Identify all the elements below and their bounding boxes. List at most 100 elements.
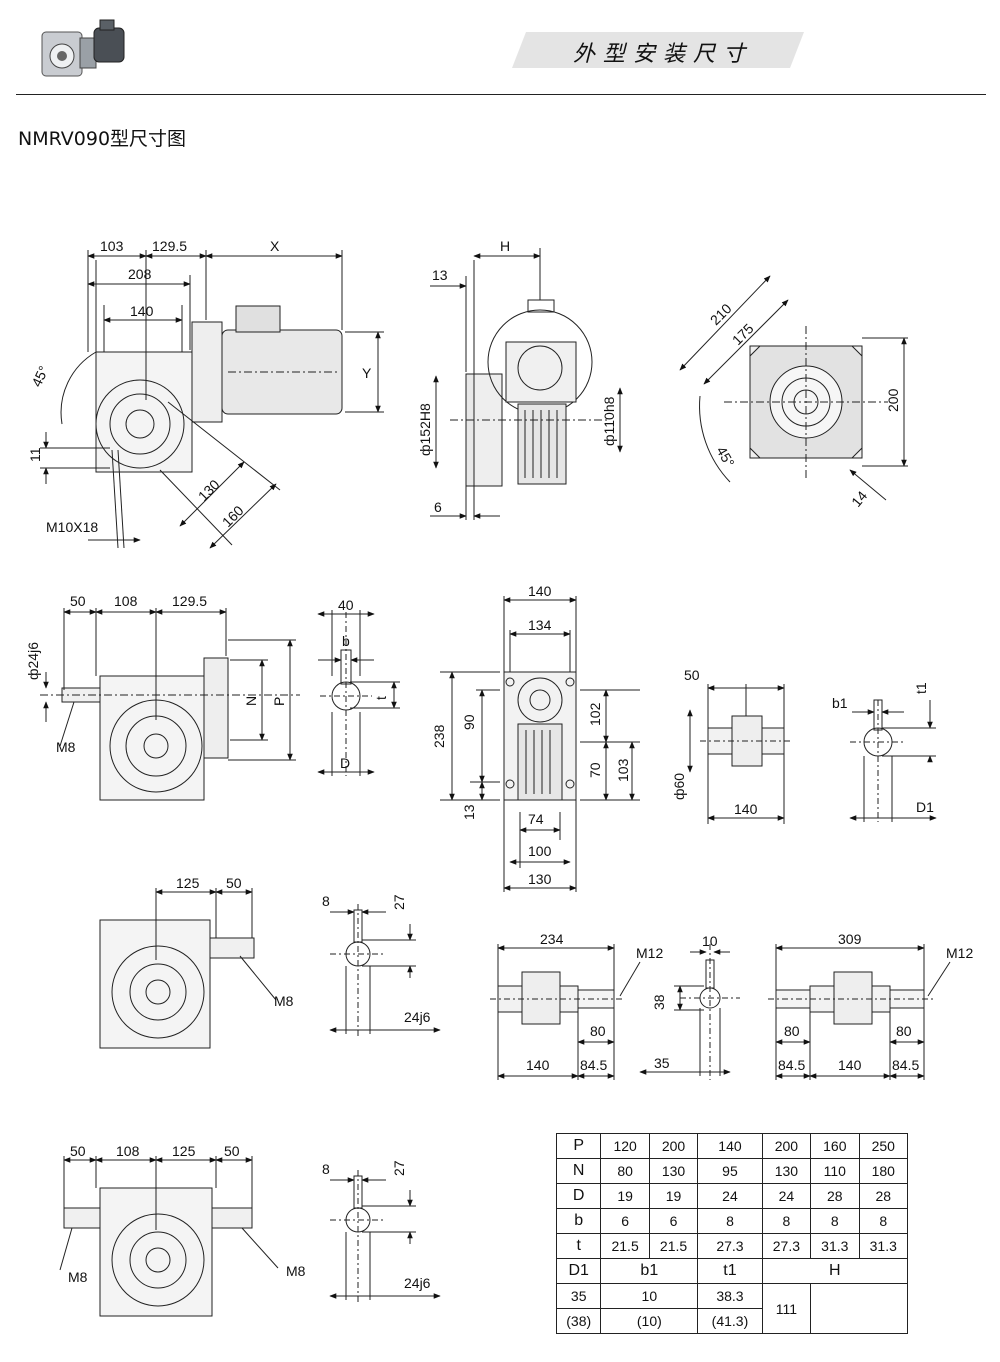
- view6-dimension-lines: [449, 597, 635, 891]
- view2-geometry: [450, 248, 610, 520]
- table-cell: 35: [555, 1283, 602, 1309]
- table-cell: 160: [810, 1133, 860, 1159]
- dim-label: 74: [528, 811, 544, 827]
- table-cell: 95: [697, 1158, 763, 1184]
- dim-label: 103: [100, 238, 124, 254]
- dim-label: 13: [461, 804, 477, 820]
- table-cell: 38.3: [697, 1283, 763, 1309]
- dim-label: 309: [838, 931, 862, 947]
- table-cell: 8: [761, 1208, 812, 1234]
- dim-label: M8: [286, 1263, 306, 1279]
- dim-label: N: [243, 696, 259, 706]
- column-header: H: [761, 1258, 909, 1284]
- view3-dimension-lines: [679, 275, 907, 501]
- dim-label: 102: [587, 702, 603, 726]
- table-row: 35 10 38.3 111: [555, 1283, 908, 1334]
- dim-label: 8: [322, 1161, 330, 1177]
- table-row: D 19 19 24 24 28 28: [555, 1183, 909, 1209]
- view10-geometry: [330, 904, 416, 1036]
- table-cell: 250: [858, 1133, 909, 1159]
- table-cell: 6: [648, 1208, 699, 1234]
- view9-geometry: [99, 888, 277, 1049]
- dim-label: 27: [391, 894, 407, 910]
- dim-label: 134: [528, 617, 552, 633]
- table-cell: (38): [555, 1308, 602, 1334]
- dim-label: 238: [431, 724, 447, 748]
- dim-label: 108: [116, 1143, 140, 1159]
- view5-geometry: [320, 610, 400, 776]
- dim-label: b1: [832, 695, 848, 711]
- dim-label: 24j6: [404, 1009, 431, 1025]
- view4-dimension-lines: [43, 609, 293, 761]
- dim-label: 50: [684, 667, 700, 683]
- dim-label: 140: [838, 1057, 862, 1073]
- view1-geometry: [40, 250, 384, 549]
- table-cell: 24: [697, 1183, 763, 1209]
- table-cell: 31.3: [810, 1233, 860, 1259]
- view15-labels: 8 27 24j6: [322, 1160, 431, 1291]
- view10-labels: 8 27 24j6: [322, 893, 431, 1025]
- table-cell: 8: [697, 1208, 763, 1234]
- dim-label: 45°: [28, 363, 51, 389]
- dim-label: ф152H8: [417, 403, 433, 456]
- dim-label: 140: [528, 583, 552, 599]
- dim-label: 6: [434, 499, 442, 515]
- view11-geometry: [490, 944, 641, 1080]
- view2-dimension-lines: [430, 253, 623, 519]
- view15-dimension-lines: [329, 1177, 441, 1299]
- column-header: t1: [697, 1258, 763, 1284]
- dim-label: 27: [391, 1160, 407, 1176]
- dim-label: 234: [540, 931, 564, 947]
- table-cell: 111: [761, 1283, 812, 1334]
- table-cell: 130: [761, 1158, 812, 1184]
- view11-dimension-lines: [497, 945, 615, 1079]
- row-label: P: [555, 1133, 602, 1159]
- dim-label: 50: [70, 593, 86, 609]
- table-row: t 21.5 21.5 27.3 27.3 31.3 31.3: [555, 1233, 909, 1259]
- dim-label: 200: [885, 388, 901, 412]
- table-cell: 140: [697, 1133, 763, 1159]
- dim-label: ф60: [671, 773, 687, 800]
- dim-label: 130: [528, 871, 552, 887]
- view7-labels: 50 ф60 140: [671, 667, 758, 817]
- table-cell: 31.3: [858, 1233, 909, 1259]
- dim-label: ф110h8: [601, 396, 617, 446]
- row-label: t: [555, 1233, 602, 1259]
- view13-labels: 309 M12 80 80 84.5 140 84.5: [778, 931, 973, 1073]
- view7-dimension-lines: [687, 685, 785, 821]
- dim-label: 80: [784, 1023, 800, 1039]
- dim-label: Y: [362, 365, 372, 381]
- table-row: b 6 6 8 8 8 8: [555, 1208, 909, 1234]
- table-cell: 21.5: [648, 1233, 699, 1259]
- view11-labels: 234 M12 80 140 84.5: [526, 931, 663, 1073]
- dim-label: M12: [946, 945, 973, 961]
- dim-label: M8: [274, 993, 294, 1009]
- table-cell: 130: [648, 1158, 699, 1184]
- dim-label: 140: [734, 801, 758, 817]
- dim-label: t1: [913, 682, 929, 694]
- header-title: 外型安装尺寸: [572, 42, 753, 67]
- dim-label: 13: [432, 267, 448, 283]
- view8-geometry: [850, 699, 936, 822]
- dim-label: M8: [68, 1269, 88, 1285]
- dim-label: 140: [526, 1057, 550, 1073]
- dim-label: 129.5: [172, 593, 207, 609]
- dim-label: b: [342, 633, 350, 649]
- dim-label: 70: [587, 762, 603, 778]
- table-cell: 10: [600, 1283, 699, 1309]
- table-cell: 28: [858, 1183, 909, 1209]
- dim-label: 80: [590, 1023, 606, 1039]
- view12-geometry: [674, 944, 740, 1080]
- dim-label: 140: [130, 303, 154, 319]
- dim-label: 160: [219, 502, 247, 530]
- table-cell: 180: [858, 1158, 909, 1184]
- table-row: D1 b1 t1 H: [555, 1258, 909, 1284]
- dim-label: 35: [654, 1055, 670, 1071]
- view5-dimension-lines: [317, 611, 397, 775]
- dim-label: 129.5: [152, 238, 187, 254]
- table-cell: 6: [600, 1208, 650, 1234]
- table-cell: (10): [600, 1308, 699, 1334]
- dim-label: 50: [224, 1143, 240, 1159]
- table-cell: 19: [648, 1183, 699, 1209]
